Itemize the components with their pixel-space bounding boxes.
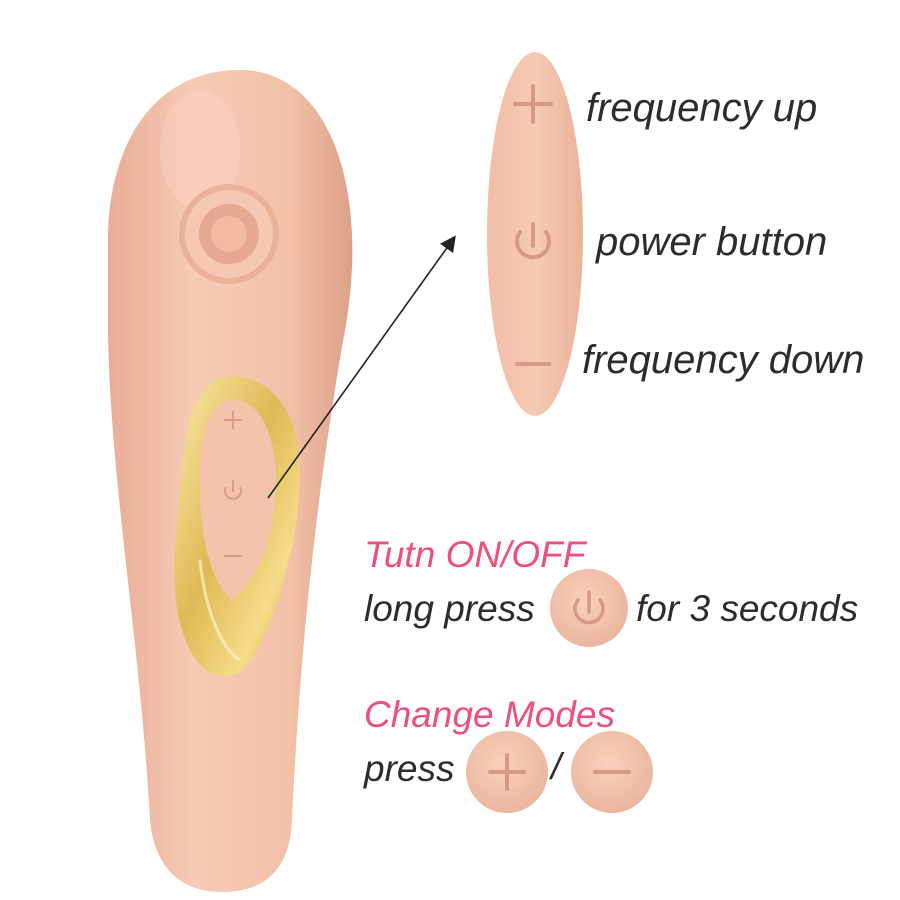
panel-plus-icon xyxy=(513,84,553,124)
control-surround xyxy=(174,376,300,677)
change-modes-title: Change Modes xyxy=(364,694,615,735)
long-press-suffix: for 3 seconds xyxy=(636,588,859,629)
button-panel-enlarged xyxy=(487,52,583,416)
panel-power-icon xyxy=(515,222,551,260)
suction-nozzle xyxy=(179,184,279,284)
device-plus-icon xyxy=(224,411,242,429)
press-prefix: press xyxy=(364,748,455,789)
inline-power-button-icon xyxy=(550,569,628,647)
long-press-prefix: long press xyxy=(364,588,535,629)
inline-plus-button-icon xyxy=(466,731,548,813)
device-power-icon xyxy=(224,480,242,500)
frequency-up-label: frequency up xyxy=(586,86,818,130)
inline-minus-button-icon xyxy=(571,731,653,813)
callout-arrow xyxy=(267,235,456,499)
power-button-label: power button xyxy=(596,220,828,264)
frequency-down-label: frequency down xyxy=(582,338,865,382)
slash-separator: / xyxy=(551,746,562,787)
turn-on-off-title: Tutn ON/OFF xyxy=(364,534,586,575)
